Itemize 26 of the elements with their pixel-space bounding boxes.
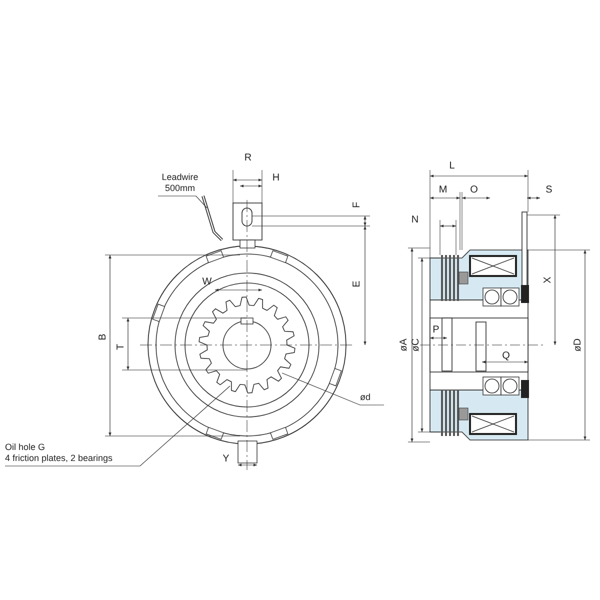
dimension-label: Y — [222, 454, 230, 464]
leader-note: 4 friction plates, 2 bearings — [5, 453, 113, 464]
leader-line — [4, 386, 230, 466]
dimension-label: øA — [398, 338, 410, 352]
dimension-label: W — [202, 276, 212, 288]
dimension-label: S — [546, 184, 552, 196]
dimension-label: R — [244, 152, 252, 164]
dimension-label: øC — [410, 338, 422, 352]
dimension-label: N — [411, 214, 419, 226]
dimension-label: L — [449, 160, 455, 172]
dimension-label: øD — [572, 338, 584, 352]
dimension-label: B — [98, 334, 108, 340]
dimension-label: F — [352, 202, 362, 208]
dimension-label: ød — [360, 392, 371, 403]
leader-note: Leadwire 500mm — [150, 172, 210, 194]
dimension-label: M — [438, 184, 448, 196]
leader-line — [158, 196, 208, 208]
dimension-label: H — [272, 172, 280, 184]
dimension-label: E — [352, 280, 362, 288]
dimension-label: P — [432, 324, 440, 336]
leader-line — [282, 372, 384, 406]
leader-note: Oil hole G — [5, 442, 46, 453]
dimension-label: T — [116, 344, 126, 350]
dimension-label: O — [470, 184, 478, 196]
dimension-label: X — [542, 276, 554, 284]
dimension-label: Q — [502, 350, 510, 362]
